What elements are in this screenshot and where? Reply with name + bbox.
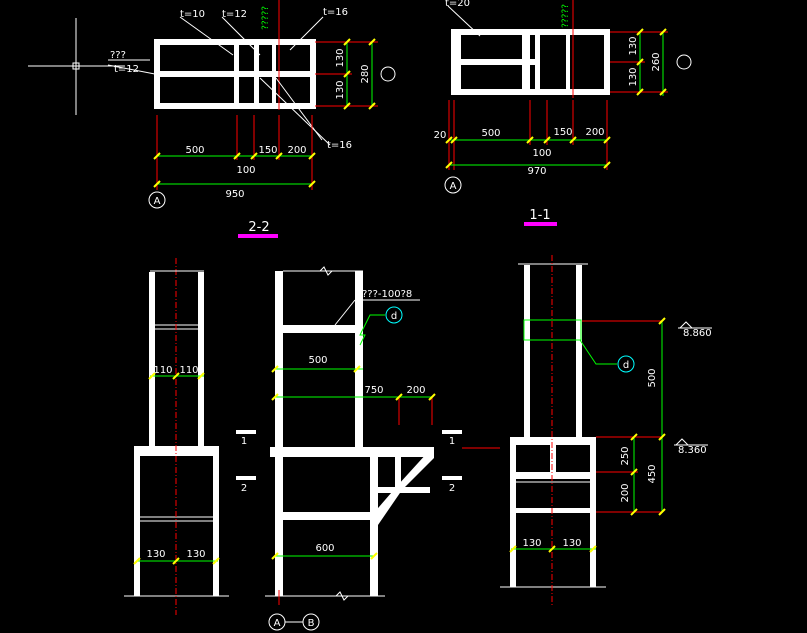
plate-label-t10: t=10	[180, 9, 205, 20]
plan-inner-stiffener-a	[234, 42, 239, 106]
dim-bottom-500: 500	[185, 145, 204, 156]
elevation-right: 500 250 450 200 8.860 8.360 d 130 130	[500, 255, 712, 605]
callout-bubble-d-icon	[385, 306, 403, 324]
axis-bubble-2-icon	[676, 54, 692, 70]
crosshair-cursor-icon	[28, 18, 125, 115]
plate-label-t16-bottom: t=16	[327, 140, 352, 151]
plan2-stiffener-a	[535, 32, 540, 92]
callout-bubble-d2-label: d	[623, 360, 629, 371]
axis-bubble-A3-label: A	[274, 618, 281, 629]
plan2-stiffener-b	[456, 32, 461, 92]
dim2-bottom-970: 970	[527, 166, 546, 177]
axis-bubble-A2-label: A	[450, 181, 457, 192]
axis-bubble-A2-icon	[444, 176, 462, 194]
elev-right-dim-450: 450	[647, 464, 658, 483]
elev-mid-dim-750: 750	[364, 385, 383, 396]
elevation-mid: ???-100?8 d 500 750 200 600 1 2 1 2 A	[236, 266, 500, 631]
axis-bubble-icon	[380, 66, 396, 82]
plate-label-t16-top: t=16	[323, 7, 348, 18]
plan2-vertical-note: ?????	[561, 4, 571, 28]
dim2-bottom-150: 150	[553, 127, 572, 138]
section-title-2-2-underline	[238, 234, 278, 238]
dim-bottom-200: 200	[287, 145, 306, 156]
plan-vertical-note: ?????	[261, 6, 271, 30]
dim2-right-260: 260	[651, 52, 662, 71]
dim2-bottom-200: 200	[585, 127, 604, 138]
elev-left-dim-110-a: 110	[153, 365, 172, 376]
plan2-web	[522, 32, 530, 92]
dim2-right-130-b: 130	[628, 67, 639, 86]
section-title-1-1-underline	[524, 222, 557, 226]
elevation-8860: 8.860	[683, 328, 712, 339]
dim-right-280: 280	[360, 64, 371, 83]
dim2-right-130-a: 130	[628, 36, 639, 55]
plate-label-question: ???	[110, 50, 126, 61]
dim-bottom-950: 950	[225, 189, 244, 200]
dim2-bottom-500: 500	[481, 128, 500, 139]
elev-right-dim-250: 250	[620, 446, 631, 465]
top-right-plan: ????? t=20 130 130 260	[434, 0, 692, 194]
axis-bubble-A-icon	[148, 191, 166, 209]
section-mark-1-right: 1	[449, 436, 455, 447]
plate-label-t12-left: t=12	[114, 64, 139, 75]
elev-right-dim-200: 200	[620, 483, 631, 502]
section-titles: 2-2 1-1	[238, 208, 557, 238]
elev-left-dim-130-b: 130	[186, 549, 205, 560]
elev-mid-dim-500: 500	[308, 355, 327, 366]
elev-right-dim-130-b: 130	[562, 538, 581, 549]
dim-bottom-150: 150	[258, 145, 277, 156]
elev-left-dim-130-a: 130	[146, 549, 165, 560]
axis-bubble-B-icon	[302, 613, 320, 631]
elev-right-dim-500: 500	[647, 368, 658, 387]
elev-mid-dim-600: 600	[315, 543, 334, 554]
section-mark-1-left: 1	[241, 436, 247, 447]
section-mark-2-right: 2	[449, 483, 455, 494]
plate-label-t12-top: t=12	[222, 9, 247, 20]
plan-inner-stiffener-b	[254, 42, 259, 106]
elev-left-dim-110-b: 110	[179, 365, 198, 376]
elev-mid-dim-200: 200	[406, 385, 425, 396]
dim2-bottom-100: 100	[532, 148, 551, 159]
elevation-8360: 8.360	[678, 445, 707, 456]
callout-bubble-d-label: d	[391, 311, 397, 322]
elev-mid-callout-text: ???-100?8	[362, 289, 412, 300]
dim-right-130-b: 130	[335, 80, 346, 99]
section-mark-2-left: 2	[241, 483, 247, 494]
axis-bubble-A-label: A	[154, 196, 161, 207]
plate-label-t20: t=20	[445, 0, 470, 9]
dim2-bottom-20: 20	[434, 130, 447, 141]
section-title-1-1: 1-1	[529, 208, 550, 223]
dim-right-130-a: 130	[335, 48, 346, 67]
elev-right-dim-130-a: 130	[522, 538, 541, 549]
axis-bubble-B-label: B	[308, 618, 315, 629]
section-title-2-2: 2-2	[248, 220, 269, 235]
dim-bottom-100: 100	[236, 165, 255, 176]
elevation-left: 110 110 130 130	[124, 258, 229, 615]
top-left-plan: ????? t=10 t=12 t=16 ??? t=12 t=16	[28, 0, 396, 209]
callout-bubble-d2-icon	[617, 355, 635, 373]
